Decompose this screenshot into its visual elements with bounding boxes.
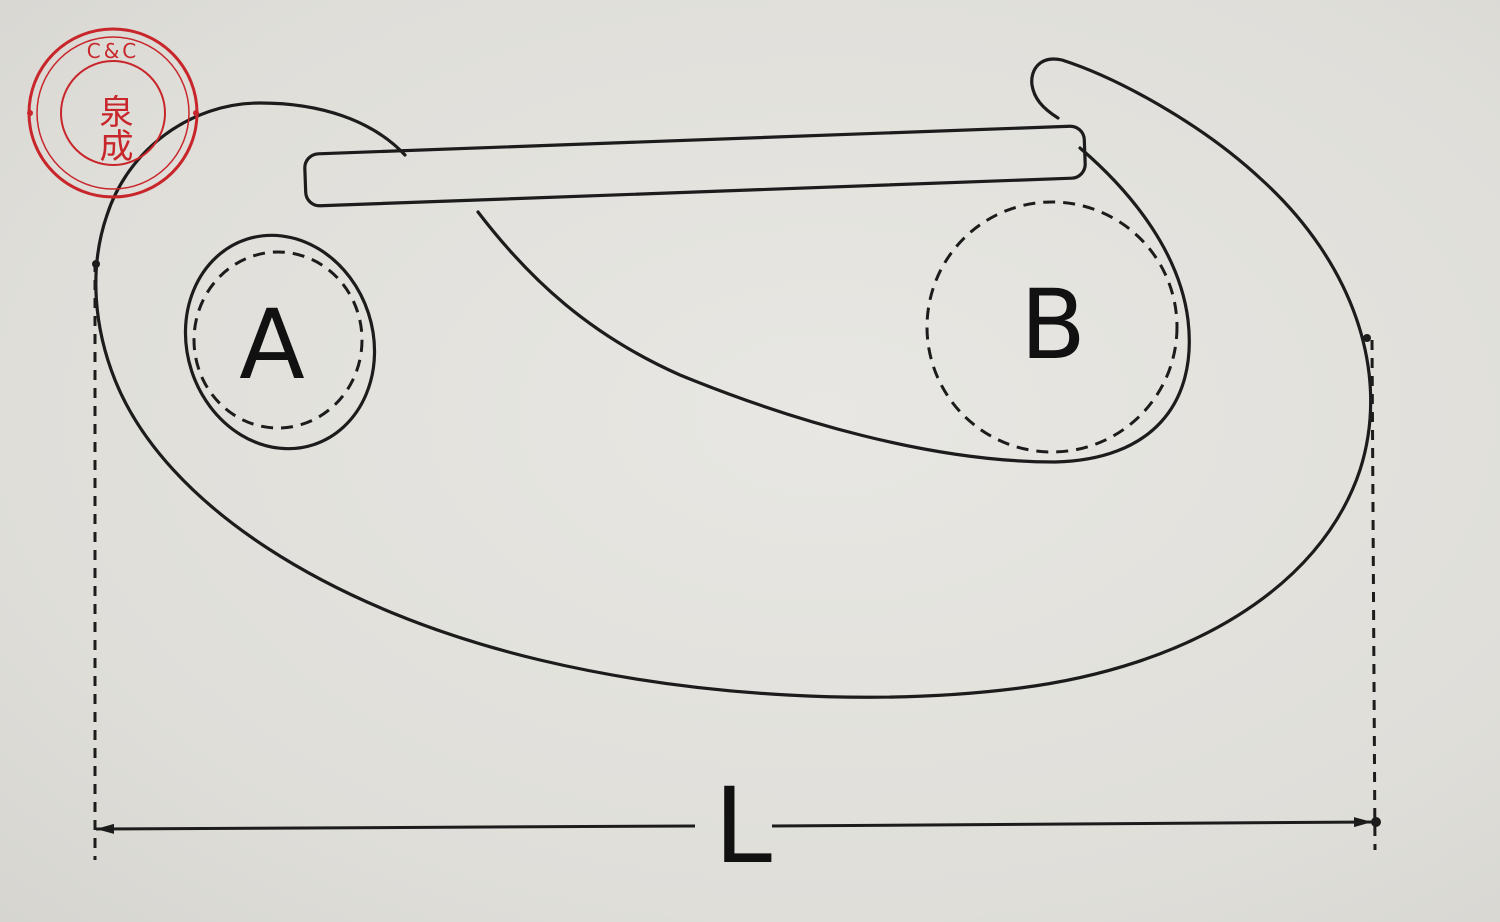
reference-dot-left [92, 260, 100, 268]
carabiner-body-outline [94, 57, 1373, 699]
carabiner-inner-outline [476, 146, 1191, 464]
carabiner-gate-bar [303, 124, 1087, 208]
dimension-line-left [95, 823, 696, 834]
reference-dot-right [1363, 334, 1371, 342]
label-a: A [239, 289, 305, 401]
seal-characters: 泉成 [93, 94, 133, 162]
dimension-line-right [771, 817, 1373, 828]
seal-top-text: C&C [87, 39, 140, 63]
label-b: B [1020, 269, 1086, 381]
large-eye-dashed-circle [925, 200, 1179, 454]
small-eye-dashed-circle [192, 250, 364, 430]
label-length: L [714, 765, 772, 887]
dimension-extension-right [1370, 339, 1377, 851]
reference-dot-end [1371, 817, 1381, 827]
small-eye-outline [183, 233, 377, 451]
red-company-seal-icon: C&C 泉成 [27, 27, 199, 199]
